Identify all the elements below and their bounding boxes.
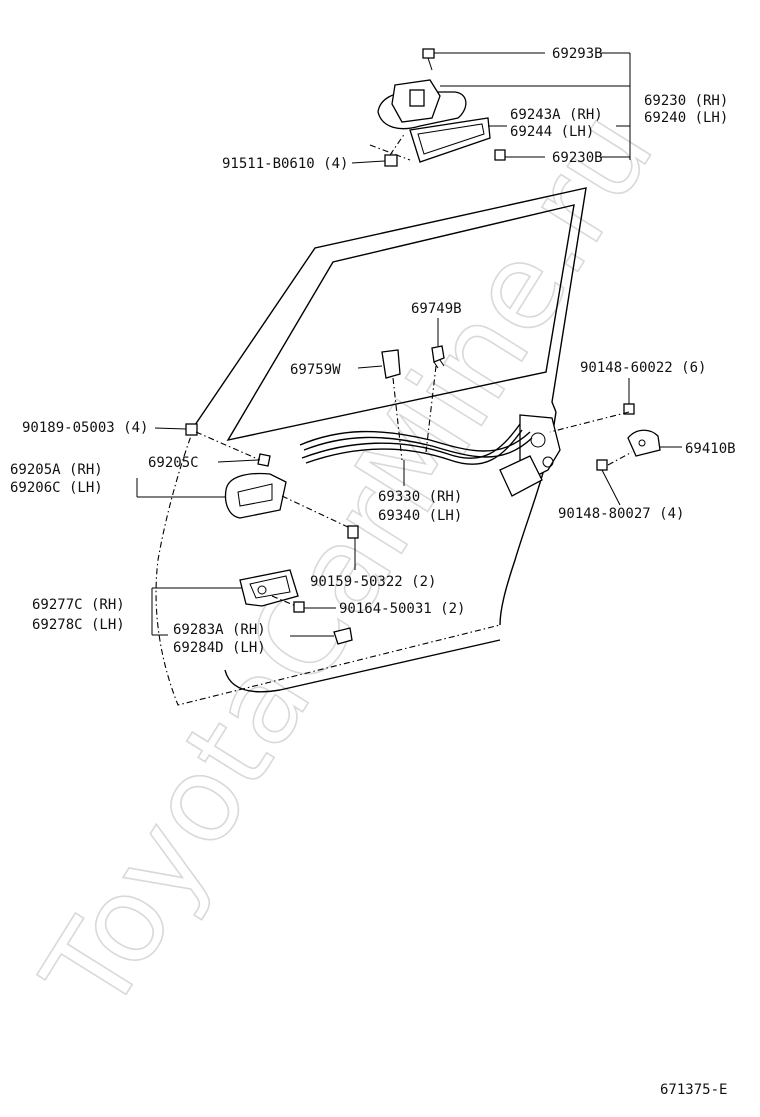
outside-handle-assembly xyxy=(369,48,506,167)
label-69284D: 69284D (LH) xyxy=(173,640,266,656)
label-69330: 69330 (RH) xyxy=(378,489,462,505)
leader-lines xyxy=(136,52,682,637)
label-69205C: 69205C xyxy=(148,455,199,471)
striker-69410B xyxy=(627,429,661,457)
label-90159: 90159-50322 (2) xyxy=(310,574,436,590)
label-69243A: 69243A (RH) xyxy=(510,107,603,123)
watermark: ToyotaCarMine.ru xyxy=(16,88,680,1036)
label-69230-rh: 69230 (RH) xyxy=(644,93,728,109)
part-labels: 69293B 69230 (RH) 69240 (LH) 69243A (RH)… xyxy=(10,46,736,1098)
label-69759W: 69759W xyxy=(290,362,341,378)
label-69206C: 69206C (LH) xyxy=(10,480,103,496)
label-69749B: 69749B xyxy=(411,301,462,317)
label-90148-80027: 90148-80027 (4) xyxy=(558,506,684,522)
label-69244: 69244 (LH) xyxy=(510,124,594,140)
label-69340: 69340 (LH) xyxy=(378,508,462,524)
label-69283A: 69283A (RH) xyxy=(173,622,266,638)
door-lock-assembly xyxy=(299,414,561,497)
label-69277C: 69277C (RH) xyxy=(32,597,125,613)
clip-69749B xyxy=(431,345,445,369)
label-90189: 90189-05003 (4) xyxy=(22,420,148,436)
label-69278C: 69278C (LH) xyxy=(32,617,125,633)
label-69410B: 69410B xyxy=(685,441,736,457)
label-69205A: 69205A (RH) xyxy=(10,462,103,478)
label-90164: 90164-50031 (2) xyxy=(339,601,465,617)
inside-handle xyxy=(224,472,287,519)
label-90148-60022: 90148-60022 (6) xyxy=(580,360,706,376)
label-69293B: 69293B xyxy=(552,46,603,62)
diagram-code: 671375-E xyxy=(660,1082,727,1098)
clip-69759W xyxy=(381,349,401,379)
inside-bezel xyxy=(239,569,299,607)
label-91511: 91511-B0610 (4) xyxy=(222,156,348,172)
label-69230B: 69230B xyxy=(552,150,603,166)
label-69240-lh: 69240 (LH) xyxy=(644,110,728,126)
